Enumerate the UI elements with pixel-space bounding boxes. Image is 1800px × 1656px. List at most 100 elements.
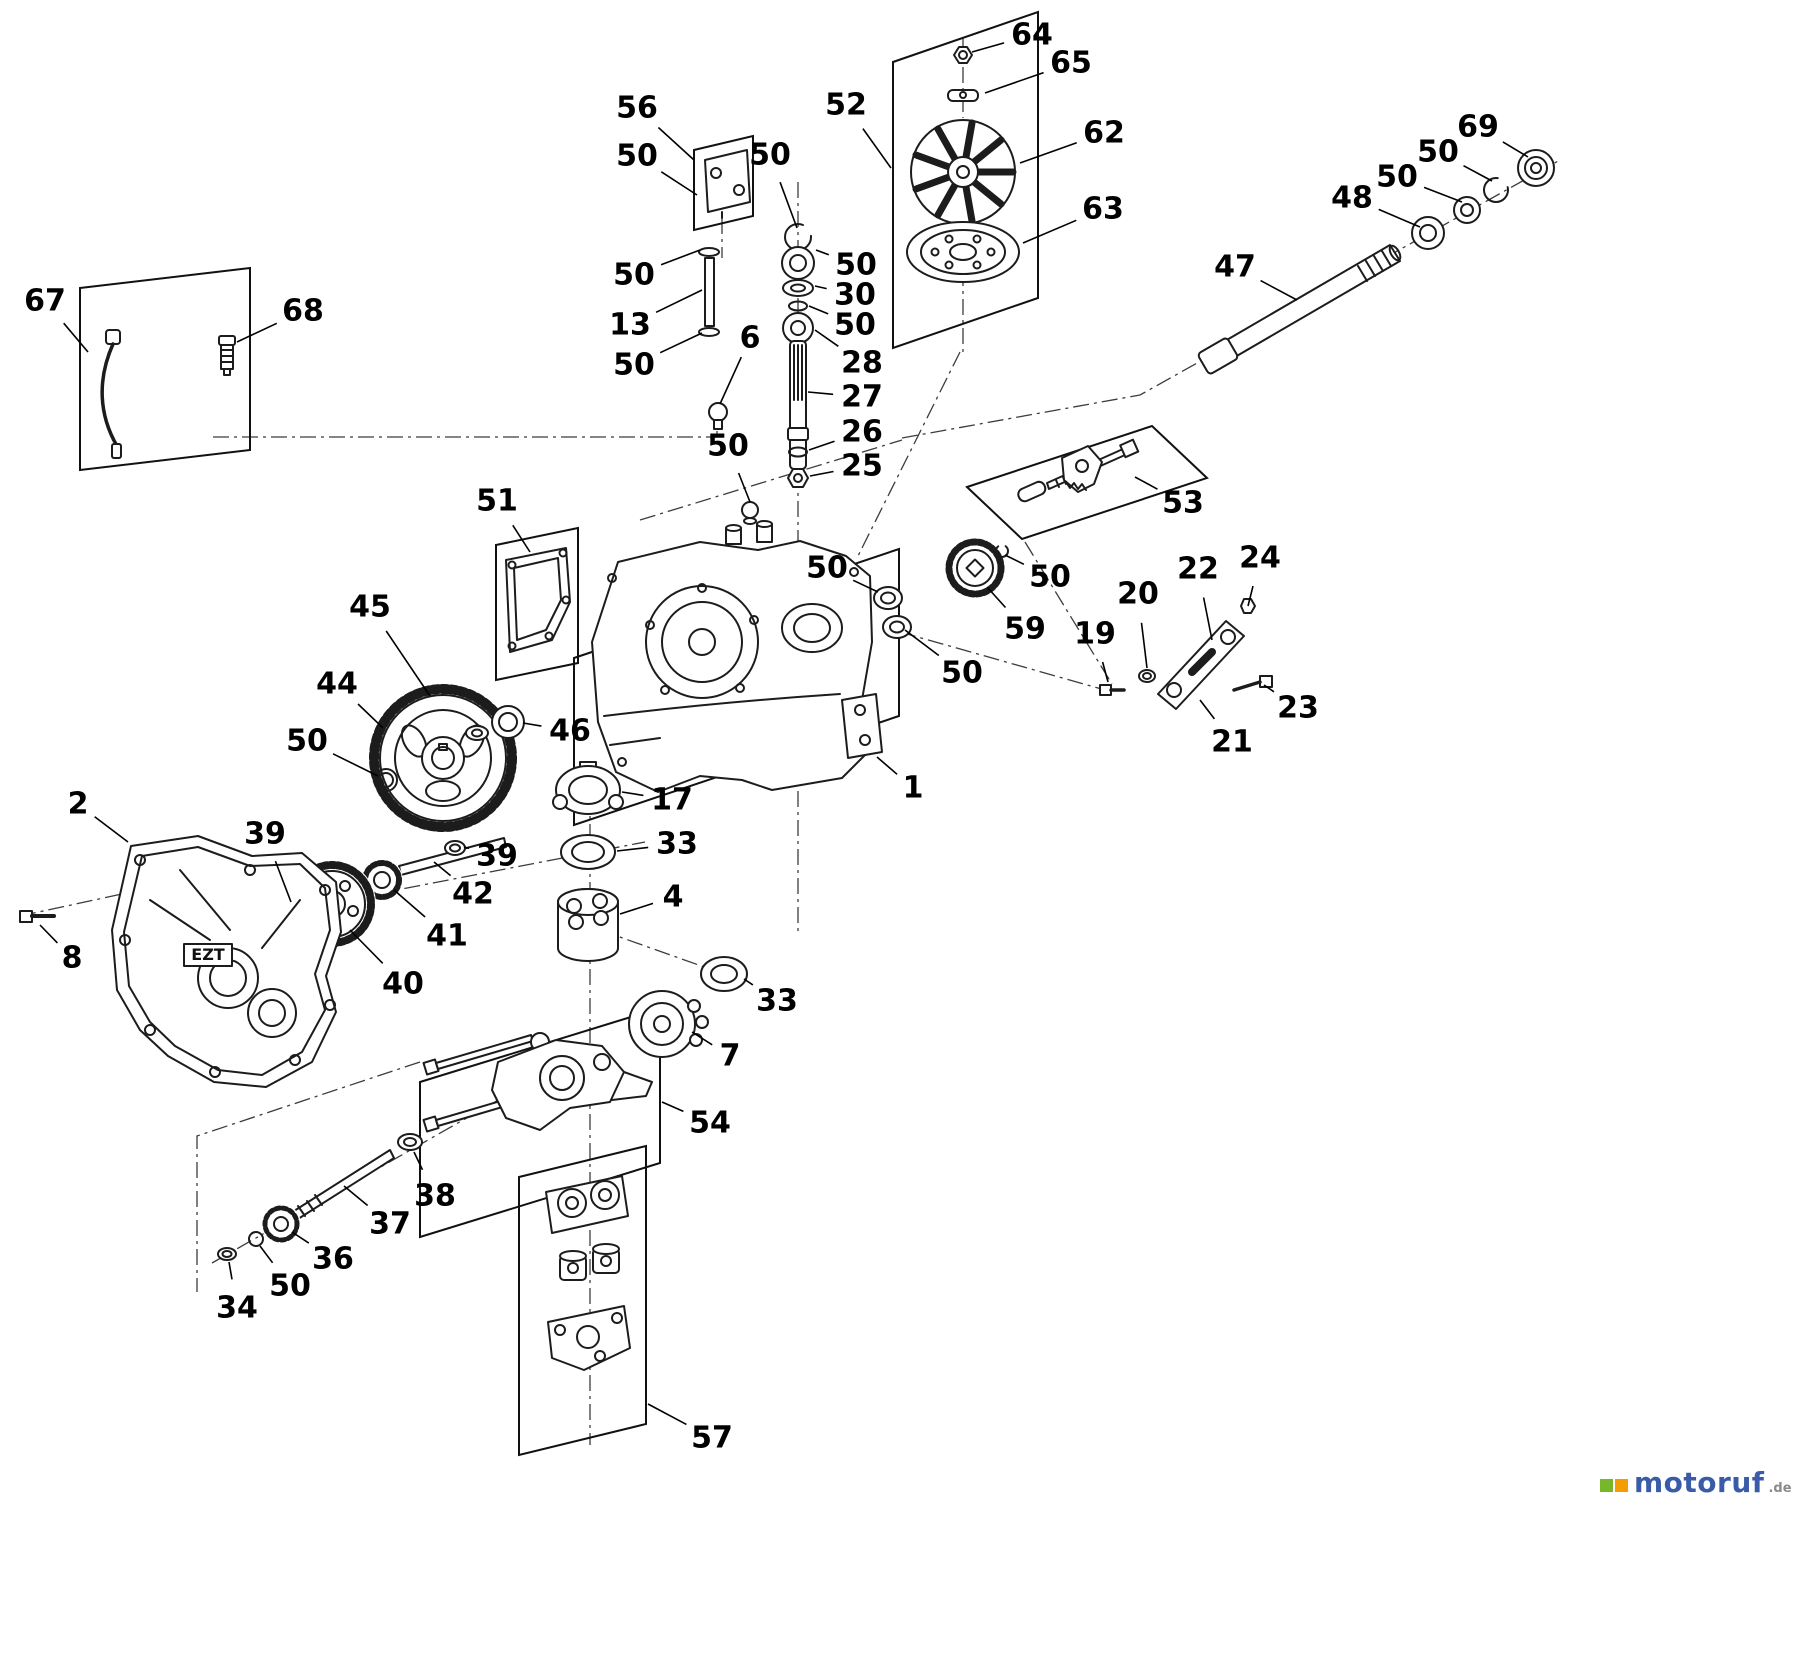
leader-line	[815, 249, 830, 256]
callout-19: 19	[1074, 617, 1116, 652]
part-washer-38	[397, 1133, 423, 1151]
leader-line	[647, 1403, 687, 1426]
callout-21: 21	[1211, 725, 1253, 760]
leader-line	[1199, 699, 1216, 720]
leader-line	[862, 128, 892, 169]
callout-7: 7	[720, 1039, 741, 1074]
part-plug-6	[708, 402, 728, 430]
callout-51: 51	[476, 484, 518, 519]
box-gasket-group	[495, 526, 579, 682]
part-main-housing-1	[591, 520, 883, 793]
leader-line	[433, 861, 452, 877]
leader-line	[63, 322, 89, 353]
leader-line	[385, 630, 431, 697]
leader-line	[1202, 597, 1213, 641]
leader-line	[743, 978, 754, 986]
leader-line	[393, 889, 426, 918]
callout-64: 64	[1011, 18, 1053, 53]
callout-59: 59	[1004, 612, 1046, 647]
callout-50: 50	[613, 258, 655, 293]
part-bearing-69	[1517, 149, 1555, 187]
leader-line	[463, 846, 470, 850]
leader-line	[1378, 208, 1421, 228]
part-pump-assembly-54	[422, 1032, 653, 1133]
callout-69: 69	[1457, 110, 1499, 145]
leader-line	[719, 356, 743, 405]
part-kit-57	[545, 1175, 631, 1371]
callout-4: 4	[663, 880, 684, 915]
callout-1: 1	[903, 771, 924, 806]
callout-39: 39	[476, 839, 518, 874]
leader-line	[522, 722, 542, 727]
leader-line	[1004, 554, 1025, 566]
leader-line	[1463, 164, 1493, 182]
callout-39: 39	[244, 817, 286, 852]
callout-28: 28	[841, 346, 883, 381]
part-axle-shaft-47	[1197, 244, 1402, 375]
callout-44: 44	[316, 667, 358, 702]
leader-line	[660, 171, 698, 196]
callout-24: 24	[1239, 541, 1281, 576]
leader-line	[807, 391, 834, 396]
callout-50: 50	[616, 139, 658, 174]
leader-line	[904, 629, 940, 657]
part-fitting-68	[218, 335, 236, 376]
leader-line	[621, 791, 644, 797]
callout-50: 50	[806, 551, 848, 586]
part-coupling-7	[628, 990, 709, 1058]
part-seal-33-upper	[560, 834, 616, 870]
part-oring-50	[374, 768, 398, 792]
box-kit-group	[518, 1144, 647, 1457]
callout-33: 33	[756, 984, 798, 1019]
callout-67: 67	[24, 284, 66, 319]
box-hose-group	[79, 266, 251, 472]
part-pump-shaft-stack	[781, 223, 815, 488]
callout-37: 37	[369, 1207, 411, 1242]
callout-50: 50	[1417, 135, 1459, 170]
callout-42: 42	[452, 877, 494, 912]
leader-line	[1019, 142, 1077, 164]
callout-57: 57	[691, 1421, 733, 1456]
callout-46: 46	[549, 714, 591, 749]
leader-line	[259, 1245, 274, 1264]
callout-6: 6	[740, 321, 761, 356]
callout-50: 50	[613, 348, 655, 383]
callout-68: 68	[282, 294, 324, 329]
callout-41: 41	[426, 919, 468, 954]
leader-line	[619, 902, 654, 915]
box-pump-group	[419, 1006, 661, 1239]
callout-33: 33	[656, 827, 698, 862]
callout-25: 25	[841, 449, 883, 484]
callout-26: 26	[841, 415, 883, 450]
leader-line	[814, 285, 827, 290]
callout-50: 50	[286, 724, 328, 759]
leader-line	[413, 1151, 424, 1171]
leader-line	[657, 126, 695, 161]
leader-line	[971, 42, 1005, 53]
part-cover-plate-2	[111, 835, 342, 1088]
leader-line	[343, 1185, 369, 1207]
part-dowel-pin-13	[698, 247, 720, 337]
callout-50: 50	[941, 656, 983, 691]
callout-63: 63	[1082, 192, 1124, 227]
leader-line	[986, 586, 1007, 609]
callout-17: 17	[651, 783, 693, 818]
leader-line	[691, 1031, 713, 1046]
part-cooling-fan-62	[909, 118, 1017, 226]
leader-line	[1134, 476, 1158, 490]
leader-line	[1423, 186, 1463, 203]
leader-line	[1247, 585, 1254, 607]
callout-50: 50	[749, 138, 791, 173]
part-filter-4	[557, 888, 619, 962]
callout-40: 40	[382, 967, 424, 1002]
part-breather-17	[552, 761, 624, 815]
part-bolt-19	[1099, 684, 1126, 696]
callout-50: 50	[269, 1269, 311, 1304]
box-bracket-group	[693, 134, 754, 232]
part-washer-34	[217, 1247, 237, 1261]
callout-65: 65	[1050, 46, 1092, 81]
watermark-logo-icon	[1600, 1477, 1630, 1496]
part-fan-nut-64	[953, 46, 973, 64]
callout-8: 8	[62, 941, 83, 976]
